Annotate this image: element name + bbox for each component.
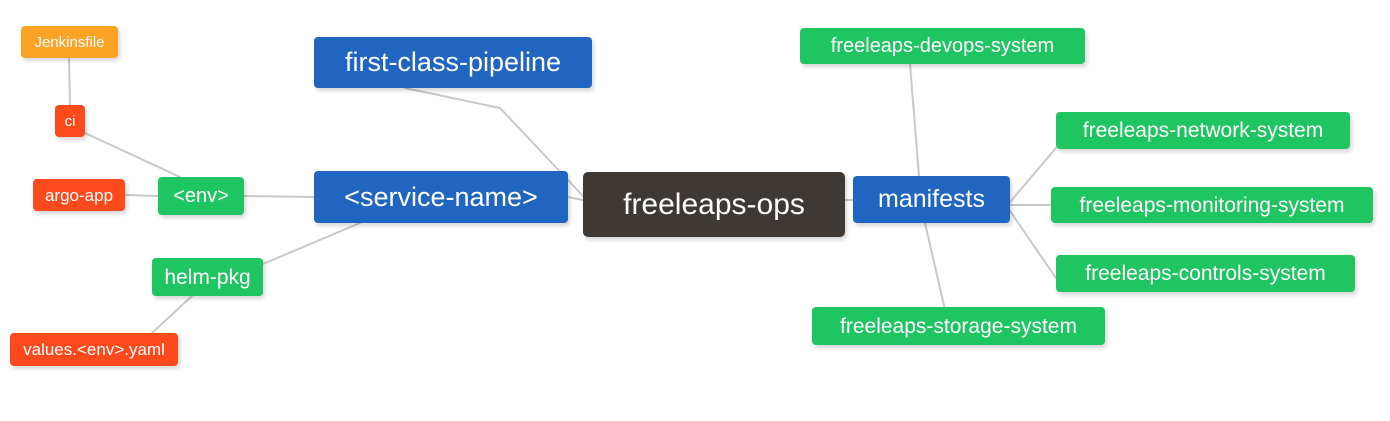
edge-env-to-ci [84, 132, 181, 178]
node-service[interactable]: <service-name> [314, 171, 568, 223]
node-helmpkg[interactable]: helm-pkg [152, 258, 263, 296]
edge-service-to-env [243, 195, 315, 198]
edge-env-to-argoapp [124, 194, 159, 197]
edge-ci-to-jenkinsfile [68, 57, 71, 106]
node-monitoring[interactable]: freeleaps-monitoring-system [1051, 187, 1373, 223]
node-network[interactable]: freeleaps-network-system [1056, 112, 1350, 149]
edge-manifests-to-controls [1009, 210, 1057, 279]
node-root[interactable]: freeleaps-ops [583, 172, 845, 237]
edge-helmpkg-to-valuesyaml [151, 295, 193, 334]
edge-root-to-service [567, 196, 584, 201]
edge-manifests-to-storage [924, 222, 946, 311]
node-manifests[interactable]: manifests [853, 176, 1010, 223]
edge-service-to-helmpkg [262, 222, 361, 265]
edge-manifests-to-network [1009, 147, 1057, 203]
node-controls[interactable]: freeleaps-controls-system [1056, 255, 1355, 292]
node-env[interactable]: <env> [158, 177, 244, 215]
node-pipeline[interactable]: first-class-pipeline [314, 37, 592, 88]
node-jenkinsfile[interactable]: Jenkinsfile [21, 26, 118, 58]
node-argoapp[interactable]: argo-app [33, 179, 125, 211]
node-storage[interactable]: freeleaps-storage-system [812, 307, 1105, 345]
edge-root-to-pipeline [404, 87, 584, 197]
node-valuesyaml[interactable]: values.<env>.yaml [10, 333, 178, 366]
node-devops[interactable]: freeleaps-devops-system [800, 28, 1085, 64]
node-ci[interactable]: ci [55, 105, 85, 137]
edge-manifests-to-devops [909, 63, 920, 177]
